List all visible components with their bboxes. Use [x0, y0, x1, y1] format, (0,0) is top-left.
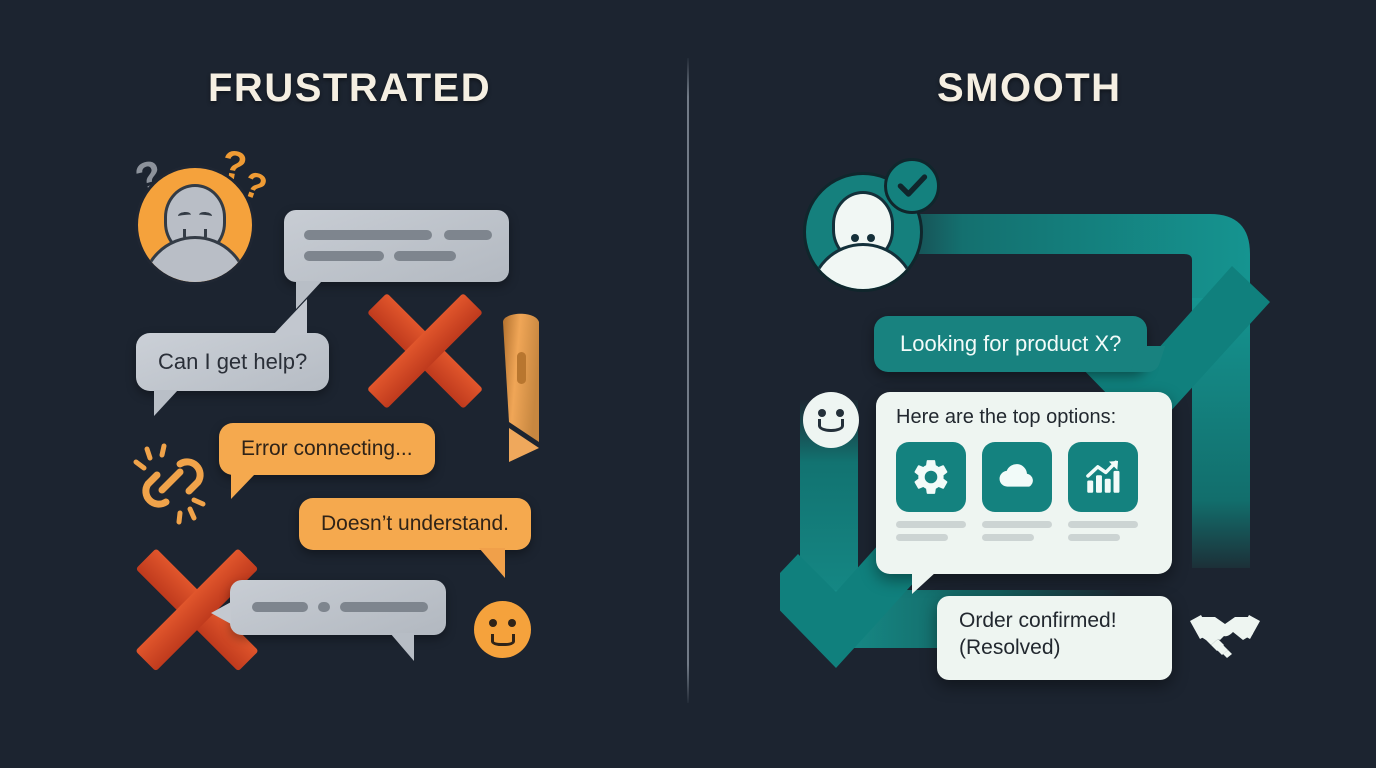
bubble-text: Looking for product X?: [900, 331, 1122, 356]
placeholder-bubble-top: [284, 210, 509, 309]
card-tail: [912, 572, 936, 594]
check-badge-icon: [884, 158, 940, 214]
error-connecting-bubble: Error connecting...: [219, 423, 435, 499]
placeholder-bar: [318, 602, 330, 612]
placeholder-lines: [982, 521, 1052, 541]
option-tiles: [896, 442, 1152, 547]
bubble-tail: [478, 548, 505, 578]
bubble-tail: [390, 633, 414, 661]
placeholder-bar: [444, 230, 492, 240]
cloud-tile[interactable]: [982, 442, 1052, 512]
handshake-icon: [1187, 603, 1263, 665]
option-tile-gear[interactable]: [896, 442, 966, 547]
sad-face-icon: [474, 601, 531, 658]
avatar-body: [141, 236, 249, 282]
gear-tile[interactable]: [896, 442, 966, 512]
placeholder-bar: [340, 602, 428, 612]
broken-link-icon: [133, 443, 206, 525]
panel-title-smooth: SMOOTH: [937, 66, 1122, 110]
eye-icon: [198, 211, 213, 220]
bubble-tail: [273, 299, 308, 335]
vertical-divider: [687, 58, 689, 703]
eye-icon: [177, 211, 192, 220]
placeholder-bubble-bottom: [211, 580, 446, 661]
placeholder-bar: [304, 251, 384, 261]
smooth-user-avatar: [803, 172, 923, 292]
panel-title-frustrated: FRUSTRATED: [208, 66, 492, 110]
placeholder-bar: [304, 230, 432, 240]
order-confirmed-line1: Order confirmed!: [959, 609, 1117, 632]
order-confirmed-card[interactable]: Order confirmed! (Resolved): [937, 596, 1172, 680]
bubble-tail: [231, 474, 255, 499]
x-mark-icon: [357, 287, 493, 415]
gear-icon: [914, 460, 948, 494]
bubble-tail: [154, 390, 178, 416]
top-options-card[interactable]: Here are the top options:: [876, 392, 1172, 594]
bubble-tail: [211, 602, 231, 624]
card-title: Here are the top options:: [896, 406, 1117, 428]
chart-growth-icon: [1086, 460, 1120, 493]
cloud-icon: [999, 464, 1033, 487]
option-tile-chart[interactable]: [1068, 442, 1138, 547]
chart-tile[interactable]: [1068, 442, 1138, 512]
placeholder-lines: [896, 521, 966, 541]
frustrated-user-avatar: [135, 165, 255, 285]
option-tile-cloud[interactable]: [982, 442, 1052, 547]
placeholder-lines: [1068, 521, 1138, 541]
doesnt-understand-bubble: Doesn’t understand.: [299, 498, 531, 578]
can-i-get-help-bubble: Can I get help?: [136, 299, 330, 416]
looking-for-product-bubble: Looking for product X?: [874, 316, 1166, 372]
placeholder-bar: [394, 251, 456, 261]
order-confirmed-line2: (Resolved): [959, 635, 1061, 659]
orange-ribbon-shape: [503, 313, 539, 462]
placeholder-bar: [252, 602, 308, 612]
bubble-text: Error connecting...: [241, 437, 413, 460]
bubble-text: Doesn’t understand.: [321, 512, 509, 535]
happy-face-icon: [803, 392, 859, 448]
avatar-body: [809, 243, 917, 289]
bubble-text: Can I get help?: [158, 349, 308, 374]
